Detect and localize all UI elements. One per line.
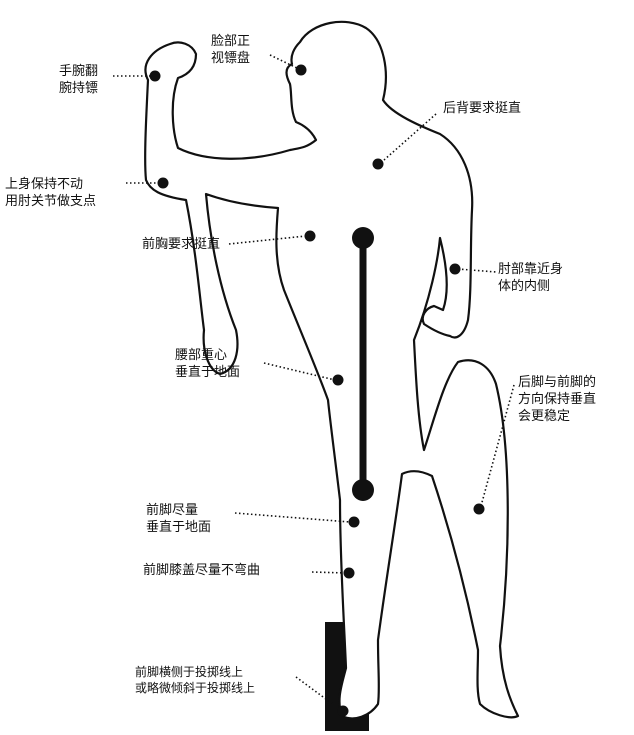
marker-knee (343, 567, 355, 579)
label-foot-line-line1: 前脚横侧于投掷线上 (135, 665, 244, 679)
label-feet-direction: 后脚与前脚的 方向保持垂直 会更稳定 (518, 374, 596, 425)
leader-waist (263, 362, 336, 381)
label-elbow-line2: 体的内侧 (498, 279, 551, 294)
gravity-top-dot (352, 227, 374, 249)
label-wrist: 手腕翻 腕持镖 (59, 63, 98, 97)
body-silhouette (144, 20, 520, 720)
label-feet-direction-line3: 会更稳定 (518, 409, 571, 424)
marker-back (372, 158, 384, 170)
label-foot-line-line2: 或略微倾斜于投掷线上 (135, 681, 256, 695)
label-knee: 前脚膝盖尽量不弯曲 (143, 562, 260, 579)
marker-upper-body (157, 177, 169, 189)
leader-front-foot (234, 512, 351, 523)
label-chest-line1: 前胸要求挺直 (142, 237, 221, 252)
label-upper-body-line2: 用肘关节做支点 (5, 194, 97, 209)
leader-face (269, 54, 300, 70)
label-waist: 腰部重心 垂直于地面 (175, 347, 240, 381)
label-upper-body: 上身保持不动 用肘关节做支点 (5, 176, 96, 210)
marker-foot-line (337, 705, 349, 717)
label-waist-line1: 腰部重心 (175, 348, 228, 363)
label-front-foot: 前脚尽量 垂直于地面 (146, 502, 211, 536)
label-elbow: 肘部靠近身 体的内侧 (498, 261, 563, 295)
leader-feet-direction (480, 384, 515, 507)
marker-front-foot (348, 516, 360, 528)
label-face-line2: 视镖盘 (211, 51, 251, 66)
label-wrist-line2: 腕持镖 (59, 81, 99, 96)
label-feet-direction-line1: 后脚与前脚的 (518, 375, 597, 390)
gravity-bottom-dot (352, 479, 374, 501)
label-front-foot-line2: 垂直于地面 (146, 520, 212, 535)
label-chest: 前胸要求挺直 (142, 236, 220, 253)
label-knee-line1: 前脚膝盖尽量不弯曲 (143, 563, 261, 578)
leader-chest (228, 235, 307, 245)
leader-knee (311, 571, 347, 574)
label-feet-direction-line2: 方向保持垂直 (518, 392, 597, 407)
marker-feet-direction (473, 503, 485, 515)
label-waist-line2: 垂直于地面 (175, 365, 241, 380)
marker-wrist (149, 70, 161, 82)
marker-face (295, 64, 307, 76)
marker-chest (304, 230, 316, 242)
label-back: 后背要求挺直 (443, 100, 521, 117)
label-face-line1: 脸部正 (211, 34, 251, 49)
label-front-foot-line1: 前脚尽量 (146, 503, 199, 518)
label-foot-line: 前脚横侧于投掷线上 或略微倾斜于投掷线上 (135, 664, 255, 696)
marker-waist (332, 374, 344, 386)
label-elbow-line1: 肘部靠近身 (498, 262, 564, 277)
label-upper-body-line1: 上身保持不动 (5, 177, 84, 192)
label-face: 脸部正 视镖盘 (211, 33, 250, 67)
label-wrist-line1: 手腕翻 (59, 64, 99, 79)
marker-elbow (449, 263, 461, 275)
label-back-line1: 后背要求挺直 (443, 101, 522, 116)
